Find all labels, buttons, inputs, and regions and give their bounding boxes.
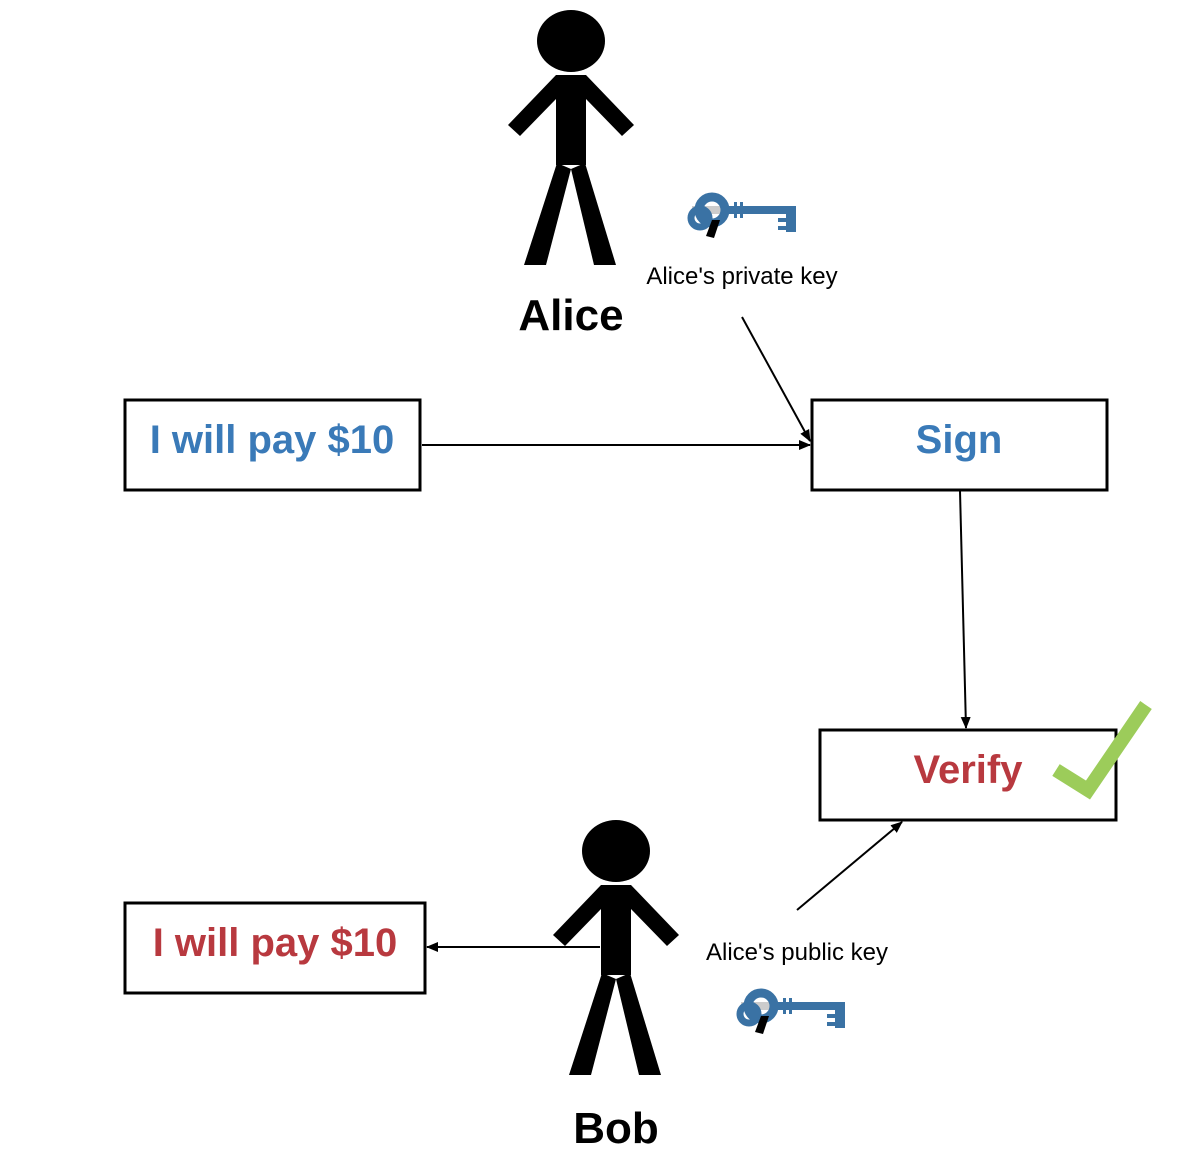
alice-figure-icon: [508, 10, 634, 265]
message-signed-text: I will pay $10: [150, 418, 395, 462]
message-received-text: I will pay $10: [153, 921, 398, 965]
public-key-label: Alice's public key: [706, 939, 888, 966]
arrow-sign-to-verify: [959, 490, 971, 729]
verify-label: Verify: [914, 748, 1024, 792]
checkmark-icon: [1052, 701, 1152, 800]
sign-label: Sign: [916, 418, 1003, 462]
alice-name: Alice: [518, 291, 623, 340]
bob-name: Bob: [573, 1104, 659, 1153]
message-box-signed: [123, 398, 422, 492]
private-key-label: Alice's private key: [646, 263, 837, 290]
private-key-icon: [691, 197, 796, 238]
sign-box: [810, 398, 1109, 492]
arrow-public-key-to-verify: [796, 821, 903, 911]
message-box-received: [123, 901, 427, 995]
public-key-icon: [740, 993, 845, 1034]
arrow-private-key-to-sign: [741, 316, 811, 442]
